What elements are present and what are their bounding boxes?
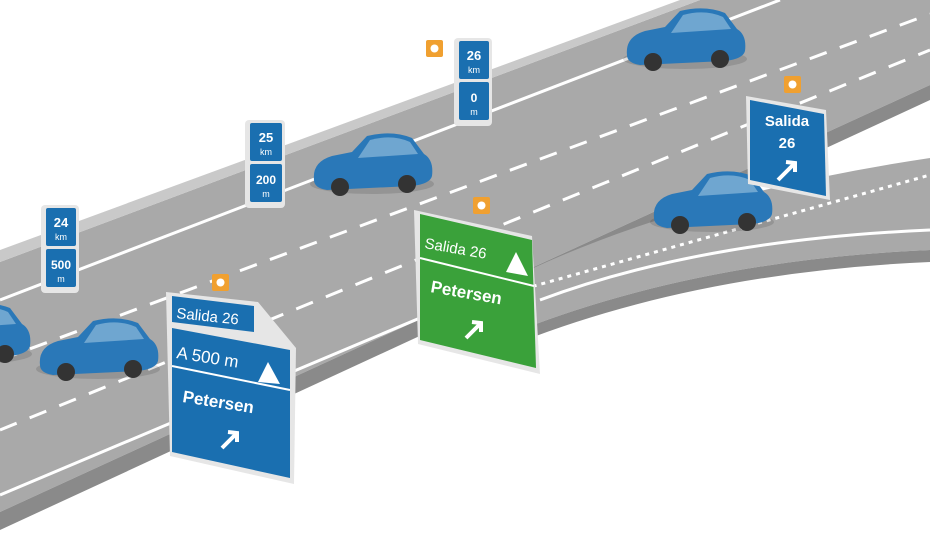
km-unit: km — [468, 65, 480, 75]
km-value: 25 — [259, 130, 273, 145]
m-unit: m — [262, 189, 270, 199]
distance-post-25: 25 km 200 m — [245, 120, 285, 208]
arrow-up-right-icon — [220, 430, 239, 450]
exit-icon — [506, 252, 528, 276]
arrow-up-right-icon — [776, 160, 797, 182]
exit-label: Salida — [765, 113, 810, 130]
distance-post-24: 24 km 500 m — [41, 205, 79, 293]
road-top-edge — [0, 0, 700, 262]
m-value: 500 — [51, 258, 71, 272]
m-unit: m — [57, 274, 65, 284]
exit-ramp — [470, 158, 930, 330]
exit-label: Salida 26 — [176, 305, 240, 328]
km-unit: km — [260, 147, 272, 157]
m-value: 200 — [256, 173, 276, 187]
m-value: 0 — [471, 91, 478, 105]
exit-number: 26 — [779, 135, 796, 152]
km-value: 24 — [54, 215, 69, 230]
arrow-up-right-icon — [464, 320, 483, 340]
gore-exit-sign: Salida 26 — [746, 96, 830, 200]
exit-icon — [258, 362, 280, 384]
m-unit: m — [470, 107, 478, 117]
km-value: 26 — [467, 48, 481, 63]
exit-sign-green: Salida 26 Petersen — [414, 210, 540, 374]
advance-exit-sign: Salida 26 A 500 m Petersen — [166, 292, 296, 484]
distance-post-26: 26 km 0 m — [454, 38, 492, 126]
km-unit: km — [55, 232, 67, 242]
